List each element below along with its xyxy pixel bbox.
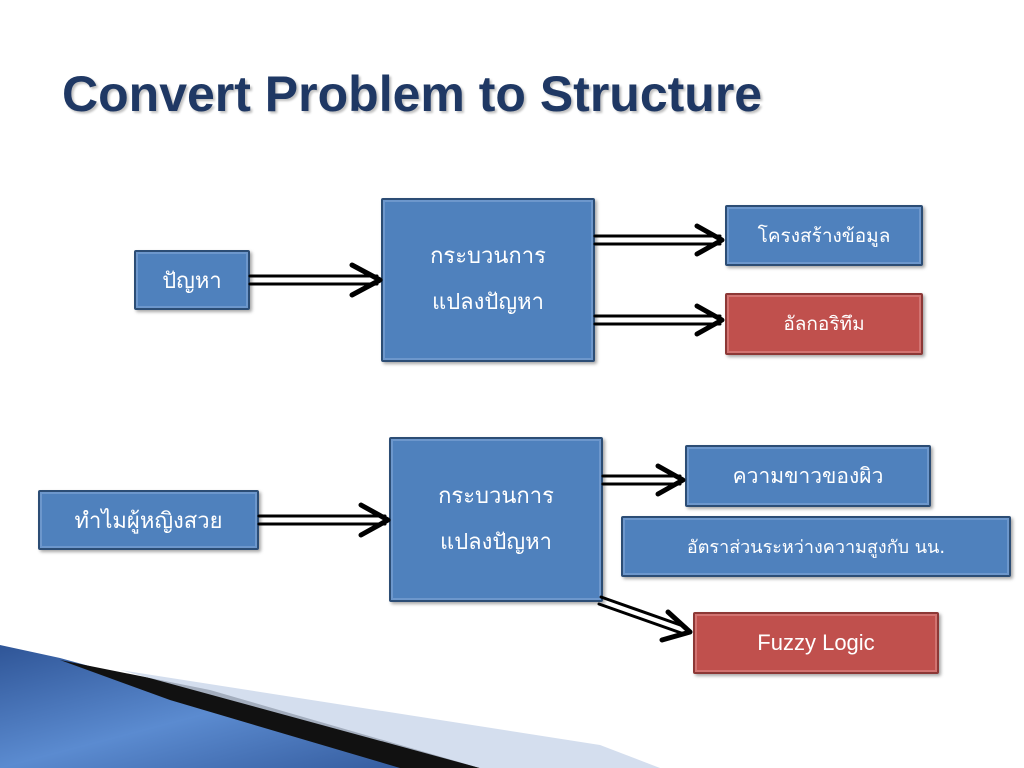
problem-box: ปัญหา	[134, 250, 250, 310]
slide-title: Convert Problem to Structure	[62, 66, 763, 122]
fuzzy-logic-box: Fuzzy Logic	[693, 612, 939, 674]
why-women-beautiful-box: ทำไมผู้หญิงสวย	[38, 490, 259, 550]
why-women-beautiful-label: ทำไมผู้หญิงสวย	[74, 508, 223, 534]
process-box-1: กระบวนการ แปลงปัญหา	[381, 198, 595, 362]
process-box-2: กระบวนการ แปลงปัญหา	[389, 437, 603, 602]
skin-whiteness-box: ความขาวของผิว	[685, 445, 931, 507]
fuzzy-logic-label: Fuzzy Logic	[757, 630, 875, 655]
algorithm-box: อัลกอริทึม	[725, 293, 923, 355]
skin-whiteness-label: ความขาวของผิว	[732, 463, 884, 488]
process2-label-line1: กระบวนการ	[438, 483, 554, 509]
height-weight-ratio-box: อัตราส่วนระหว่างความสูงกับ นน.	[621, 516, 1011, 577]
data-structure-box: โครงสร้างข้อมูล	[725, 205, 923, 266]
algorithm-label: อัลกอริทึม	[783, 313, 865, 335]
process-label-line1: กระบวนการ	[430, 244, 546, 269]
height-weight-ratio-label: อัตราส่วนระหว่างความสูงกับ นน.	[686, 537, 946, 558]
process-label-line2: แปลงปัญหา	[432, 290, 544, 315]
data-structure-label: โครงสร้างข้อมูล	[757, 224, 891, 247]
process2-label-line2: แปลงปัญหา	[440, 529, 552, 555]
problem-label: ปัญหา	[162, 268, 222, 294]
